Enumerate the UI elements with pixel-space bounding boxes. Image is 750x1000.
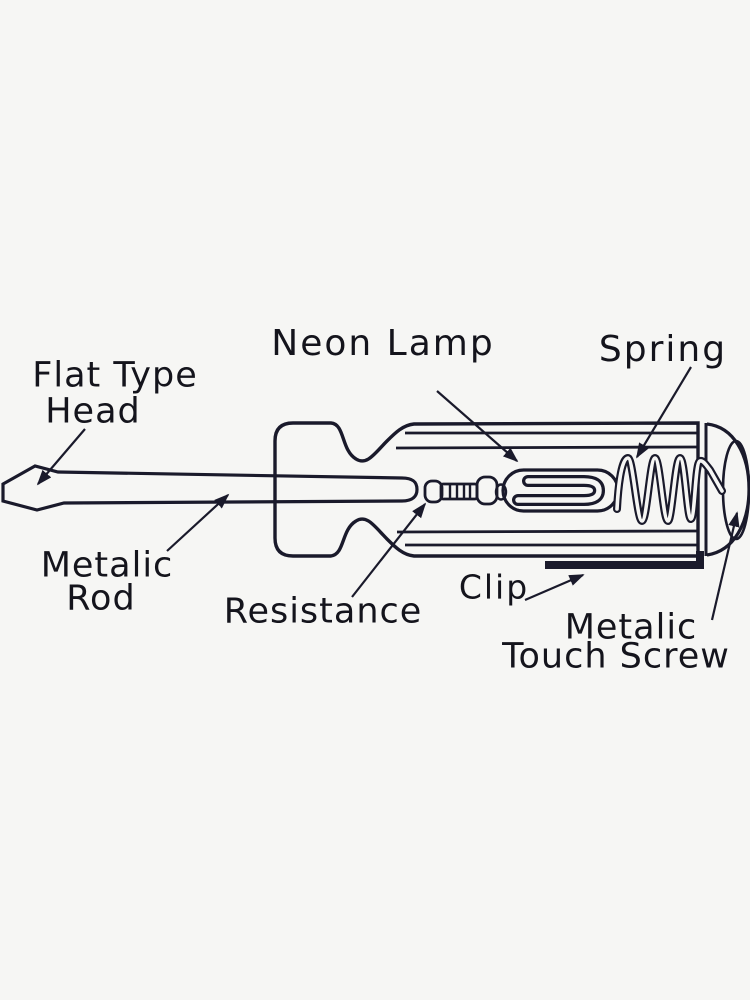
neon-lamp-label: Neon Lamp: [271, 323, 495, 364]
flat-type-head-label-line2: Head: [45, 391, 141, 432]
metalic-touch-screw-label-line1: Metalic: [564, 607, 698, 648]
spring-label: Spring: [598, 329, 728, 370]
flat-type-head-label-line1: Flat Type: [32, 355, 198, 396]
clip-label: Clip: [458, 567, 530, 607]
metalic-rod-label-line2: Rod: [66, 578, 136, 619]
clip-arrow: [524, 573, 585, 602]
metalic-touch-screw-arrow: [710, 511, 740, 621]
metalic-rod-label-line1: Metalic: [40, 545, 174, 586]
resistance-label: Resistance: [223, 591, 423, 632]
flat-head-and-rod-shape: [1, 464, 419, 512]
clip-shape: [545, 551, 704, 569]
spring-shape: [613, 453, 726, 526]
resistance-arrow: [351, 502, 427, 598]
metalic-rod-arrow: [166, 493, 230, 552]
flat-type-head-arrow: [36, 428, 86, 486]
handle-shape: [273, 421, 708, 558]
neon-lamp-arrow: [436, 390, 519, 463]
label-arrows: [36, 366, 740, 621]
neon-lamp-shape: [501, 468, 620, 513]
metalic-touch-screw-shape: [706, 422, 750, 557]
spring-arrow: [636, 366, 692, 459]
resistance-shape: [423, 475, 508, 506]
metalic-touch-screw-label-line2: Touch Screw: [502, 636, 730, 677]
